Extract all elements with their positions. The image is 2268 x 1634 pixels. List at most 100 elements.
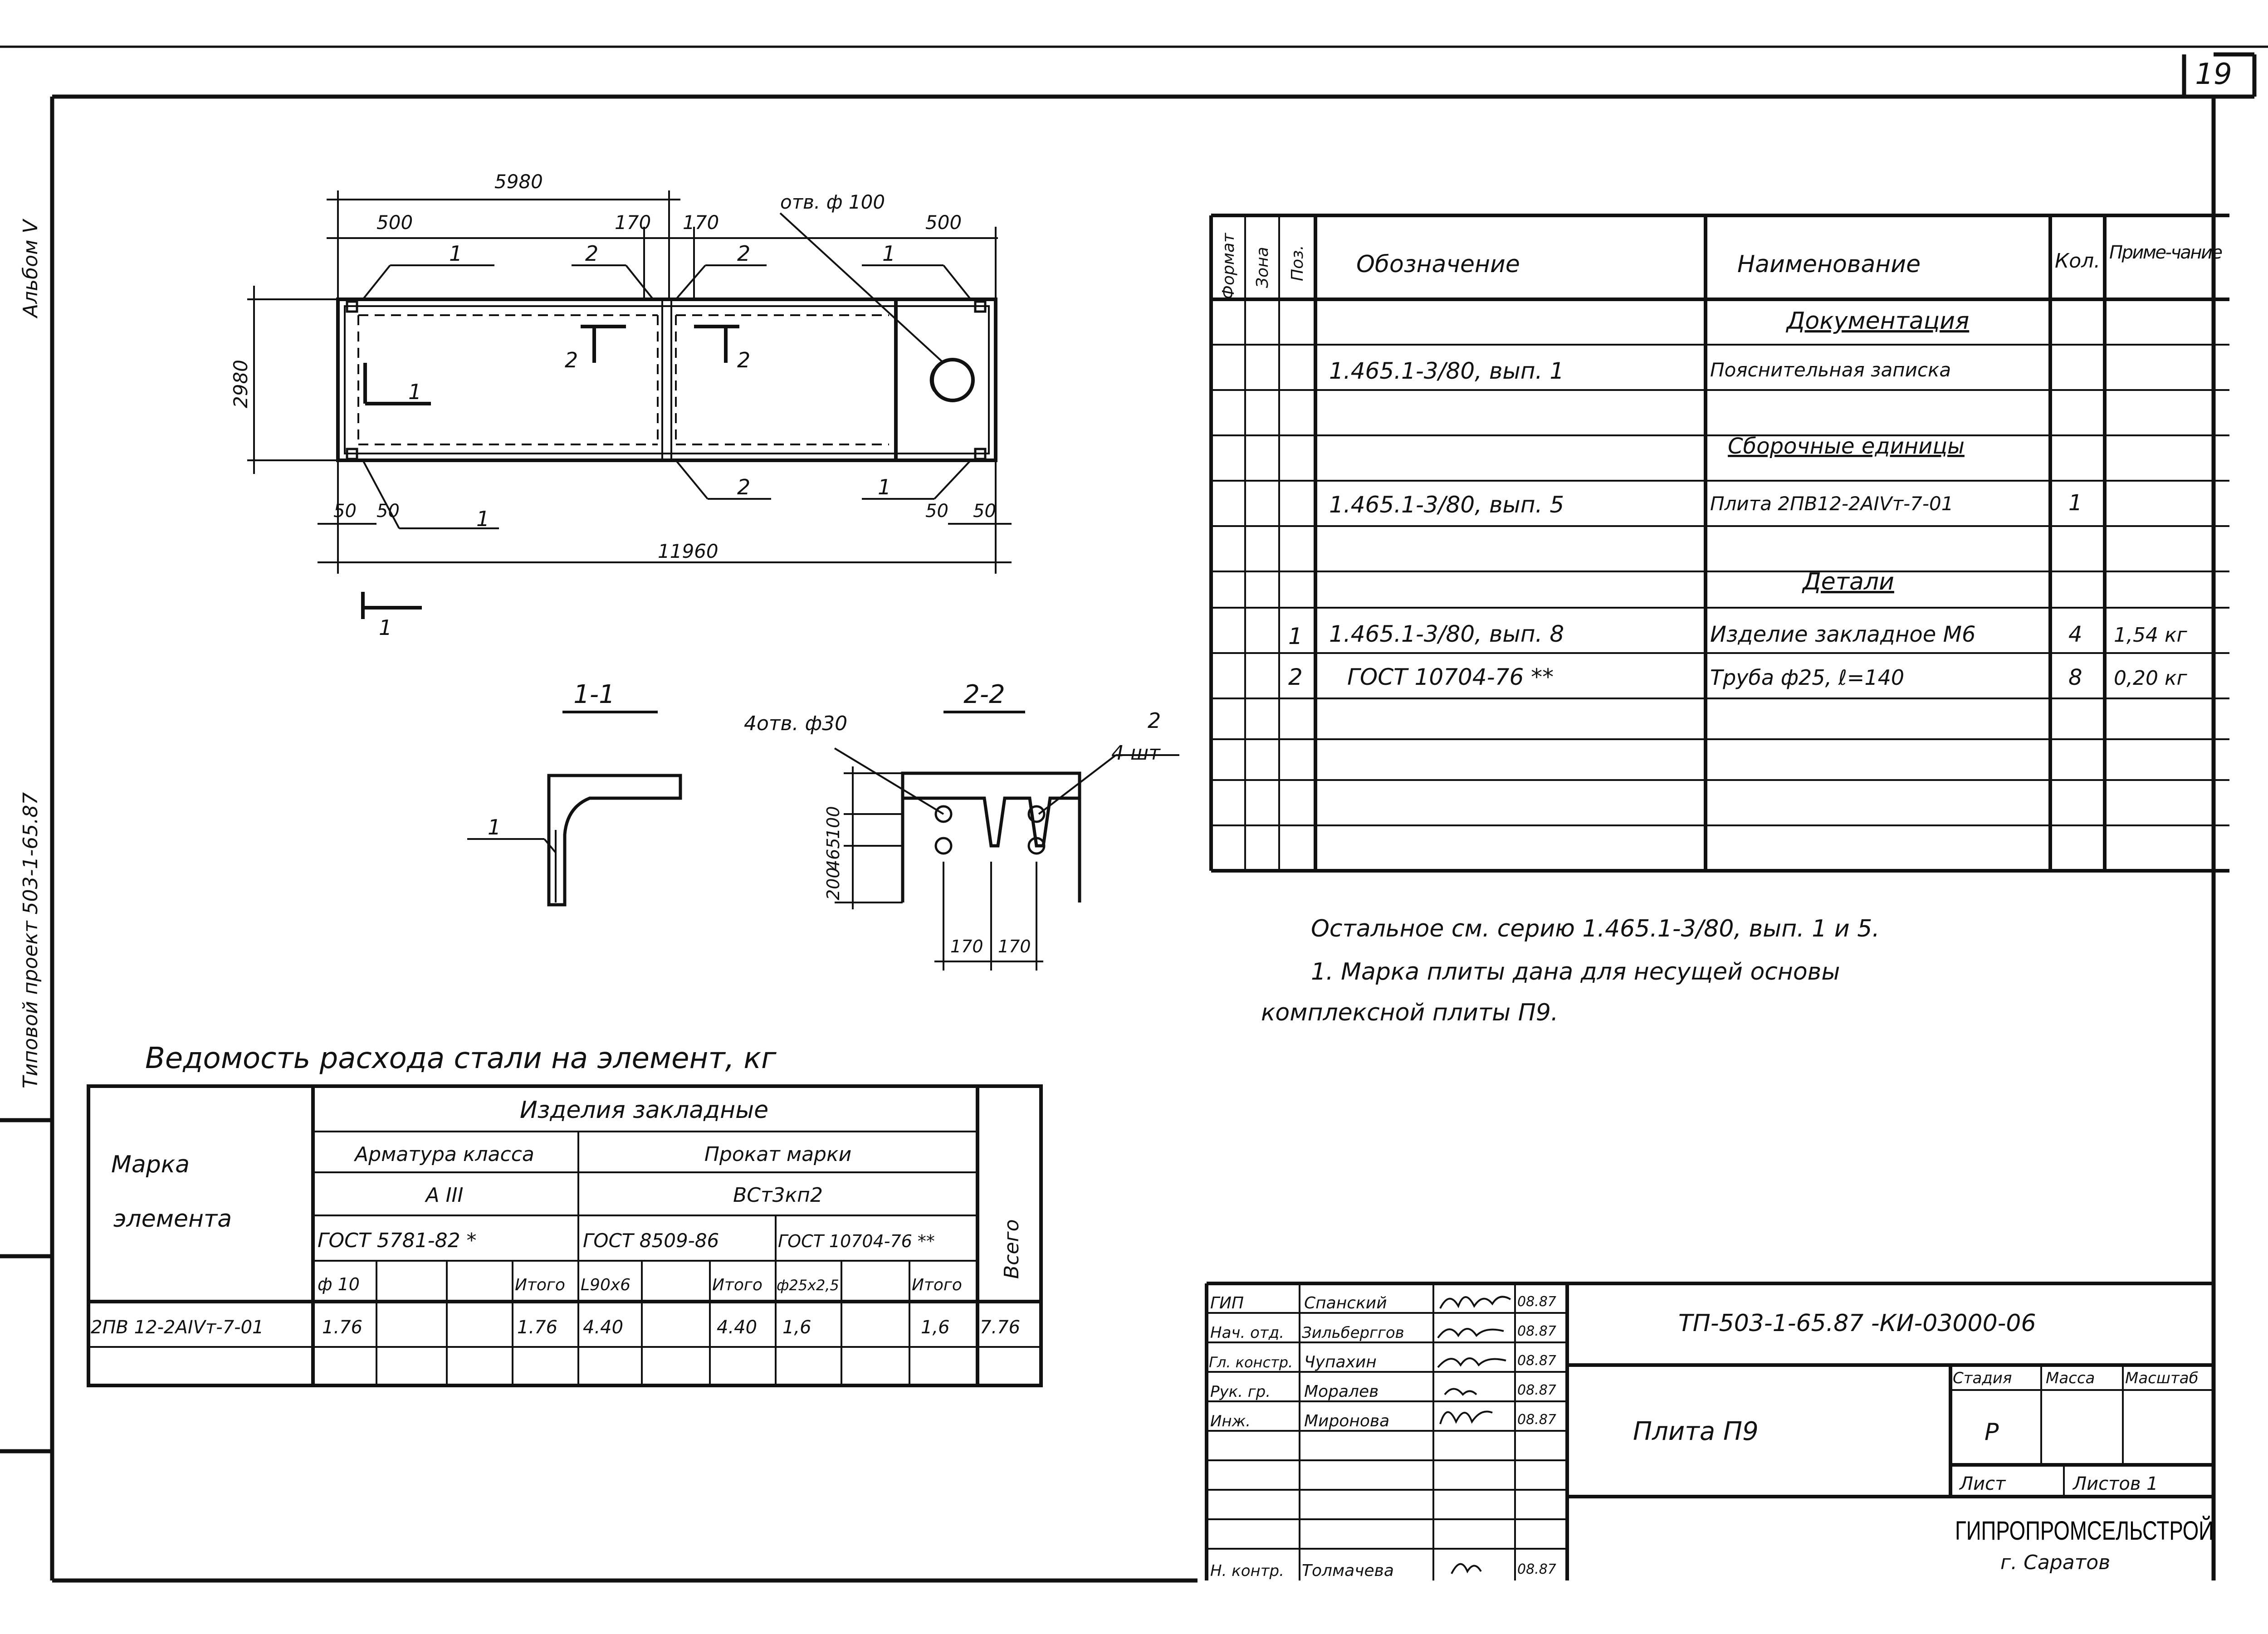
section-1-1: 1-1 1 (467, 680, 682, 907)
spec-row-qty: 1 (2068, 490, 2082, 516)
tb-role: Инж. (1210, 1412, 1251, 1430)
steel-rebar-class: Арматура класса (353, 1143, 534, 1166)
steel-sub-10: Итого (912, 1276, 962, 1294)
spec-section-details: Детали (1802, 568, 1894, 595)
plan-pos-2-a: 2 (585, 241, 598, 266)
section-2-2-dim-100: 100 (823, 806, 843, 839)
steel-row-total: 7.76 (980, 1317, 1020, 1338)
plan-dim-50-d: 50 (973, 501, 996, 522)
steel-sub-1: ф 10 (318, 1274, 360, 1294)
plan-dim-170-b: 170 (683, 211, 719, 234)
steel-sub-7: Итого (712, 1276, 763, 1294)
tb-role: ГИП (1210, 1294, 1244, 1312)
plan-pos-1-c: 1 (476, 507, 489, 531)
note-line-1: Остальное см. серию 1.465.1-3/80, вып. 1… (1311, 915, 1880, 942)
plan-dim-500-left: 500 (376, 211, 413, 234)
tb-scale-h: Масштаб (2125, 1369, 2199, 1387)
plan-pos-2-c: 2 (737, 475, 750, 499)
steel-col-mark-1: Марка (111, 1151, 190, 1178)
tb-name: Зильберггов (1302, 1324, 1404, 1342)
steel-row-v4: 1.76 (517, 1317, 557, 1338)
tb-role: Н. контр. (1210, 1562, 1284, 1580)
plan-pos-1-b: 1 (882, 241, 895, 266)
steel-row-mark: 2ПВ 12-2АIVт-7-01 (91, 1317, 264, 1338)
section-2-2: 2-2 4отв. ф30 2 4 шт 465 2 (744, 680, 1179, 971)
spec-header-pos: Поз. (1288, 245, 1307, 281)
plan-dim-500-right: 500 (925, 211, 962, 234)
section-2-2-dim-200: 200 (823, 867, 843, 900)
tb-date: 08.87 (1517, 1353, 1556, 1369)
spec-header-name: Наименование (1737, 251, 1921, 278)
spec-row-name: Изделие закладное М6 (1710, 622, 1976, 647)
spec-row-note: 1,54 кг (2114, 624, 2188, 647)
steel-table-title: Ведомость расхода стали на элемент, кг (145, 1042, 777, 1075)
spec-section-assemblies: Сборочные единицы (1728, 434, 1965, 459)
tb-name: Толмачева (1302, 1561, 1394, 1580)
spec-row-designation: ГОСТ 10704-76 ** (1347, 664, 1554, 690)
spec-row-name: Труба ф25, ℓ=140 (1710, 665, 1904, 690)
steel-sub-4: Итого (515, 1276, 565, 1294)
steel-gost-1: ГОСТ 5781-82 * (318, 1229, 477, 1252)
plan-section-1-a: 1 (408, 380, 421, 404)
tb-name: Моралев (1304, 1382, 1378, 1401)
steel-row-v8: 1,6 (782, 1317, 811, 1338)
tb-role: Рук. гр. (1210, 1383, 1271, 1401)
tb-sheets-h: Листов 1 (2072, 1473, 2158, 1494)
steel-row-v10: 1,6 (921, 1317, 950, 1338)
section-2-2-pos: 2 (1148, 708, 1161, 733)
spec-row-designation: 1.465.1-3/80, вып. 8 (1329, 621, 1564, 647)
plan-section-2-b: 2 (737, 348, 750, 372)
steel-gost-3: ГОСТ 10704-76 ** (778, 1231, 935, 1251)
sheet-number: 19 (2195, 58, 2232, 91)
tb-item: Плита П9 (1633, 1417, 1759, 1446)
section-2-2-dim-170a: 170 (950, 937, 983, 956)
spec-header-qty: Кол. (2055, 249, 2100, 273)
tb-name: Спанский (1304, 1294, 1387, 1312)
plan-dim-50-c: 50 (925, 501, 948, 522)
notes: Остальное см. серию 1.465.1-3/80, вып. 1… (1261, 915, 1880, 1026)
spec-header-designation: Обозначение (1356, 251, 1520, 278)
tb-mass-h: Масса (2046, 1369, 2095, 1387)
spec-header-zone: Зона (1253, 247, 1272, 288)
section-2-2-count: 4 шт (1111, 741, 1161, 765)
album-label: Альбом V (19, 219, 42, 319)
steel-group: Изделия закладные (520, 1097, 768, 1124)
steel-sub-5: L90x6 (581, 1276, 631, 1294)
tb-org: ГИПРОПРОМСЕЛЬСТРОЙ (1955, 1516, 2214, 1546)
tb-date: 08.87 (1517, 1323, 1556, 1339)
spec-row-qty: 8 (2068, 665, 2082, 690)
plan-pos-1-d: 1 (878, 475, 891, 499)
tb-name: Чупахин (1304, 1353, 1377, 1371)
section-2-2-dim-170b: 170 (998, 937, 1031, 956)
section-1-1-pos: 1 (488, 815, 501, 839)
spec-section-docs: Документация (1786, 307, 1969, 335)
section-2-2-holes: 4отв. ф30 (744, 712, 847, 735)
steel-rebar-grade: А III (424, 1184, 463, 1207)
steel-table: Ведомость расхода стали на элемент, кг М… (87, 1042, 1043, 1387)
section-2-2-title: 2-2 (963, 680, 1005, 709)
steel-rolled-grade: ВСт3кп2 (733, 1184, 823, 1207)
tb-code: ТП-503-1-65.87 -КИ-03000-06 (1678, 1310, 2036, 1337)
tb-stage-h: Стадия (1953, 1369, 2012, 1387)
note-line-3: комплексной плиты П9. (1261, 999, 1558, 1026)
spec-row-name: Плита 2ПВ12-2АIVт-7-01 (1710, 493, 1954, 515)
plan-section-2-a: 2 (565, 348, 578, 372)
project-label: Типовой проект 503-1-65.87 (19, 792, 42, 1088)
spec-row-designation: 1.465.1-3/80, вып. 1 (1329, 358, 1564, 384)
tb-stage: Р (1984, 1419, 1999, 1446)
plan-dim-height: 2980 (230, 360, 252, 408)
tb-date: 08.87 (1517, 1294, 1556, 1310)
steel-sub-8: ф25x2,5 (777, 1277, 839, 1294)
tb-date: 08.87 (1517, 1561, 1556, 1577)
title-block: ТП-503-1-65.87 -КИ-03000-06 Плита П9 Ста… (1205, 1282, 2214, 1580)
spec-row-name: Пояснительная записка (1710, 359, 1951, 381)
tb-role: Гл. констр. (1209, 1354, 1293, 1371)
steel-row-v5: 4.40 (583, 1317, 623, 1338)
spec-row-note: 0,20 кг (2114, 667, 2188, 690)
tb-date: 08.87 (1517, 1412, 1556, 1428)
plan-dim-50-a: 50 (333, 501, 357, 522)
tb-name: Миронова (1304, 1412, 1389, 1430)
spec-table: Формат Зона Поз. Обозначение Наименовани… (1209, 214, 2229, 873)
note-line-2: 1. Марка плиты дана для несущей основы (1311, 958, 1840, 985)
